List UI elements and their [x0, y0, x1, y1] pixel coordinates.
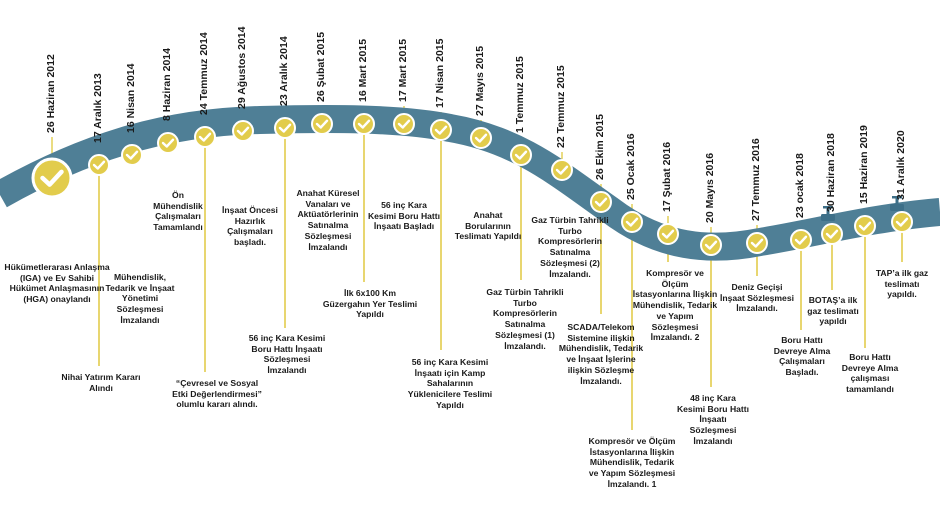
event-date: 30 Haziran 2018 — [825, 133, 837, 212]
event-date: 31 Aralık 2020 — [895, 130, 907, 200]
event-date: 20 Mayıs 2016 — [704, 152, 716, 223]
event-description: 56 inç Kara Kesimi Boru Hattı İnşaatı Sö… — [248, 333, 326, 376]
event-date: 16 Nisan 2014 — [125, 63, 137, 133]
event-date: 23 ocak 2018 — [794, 153, 806, 218]
event-description: Gaz Türbin Tahrikli Turbo Kompresörlerin… — [486, 287, 564, 351]
event-date: 27 Temmuz 2016 — [750, 138, 762, 221]
event-date: 26 Haziran 2012 — [45, 54, 57, 133]
timeline-marker — [746, 232, 768, 254]
event-description: Boru Hattı Devreye Alma çalışması tamaml… — [841, 352, 899, 395]
check-icon — [40, 169, 64, 187]
timeline-marker — [621, 211, 643, 233]
event-date: 17 Şubat 2016 — [661, 141, 673, 212]
event-date: 17 Mart 2015 — [397, 38, 409, 102]
event-date: 8 Haziran 2014 — [161, 48, 173, 121]
timeline-marker — [353, 113, 375, 135]
timeline-marker — [194, 126, 216, 148]
check-icon — [794, 235, 808, 245]
event-description: SCADA/Telekom Sistemine ilişkin Mühendis… — [558, 322, 644, 386]
event-description: Hükümetlerarası Anlaşma (IGA) ve Ev Sahi… — [4, 262, 110, 305]
timeline-marker — [430, 119, 452, 141]
event-description: Kompresör ve Ölçüm İstasyonlarına İlişki… — [588, 436, 676, 489]
check-icon — [161, 138, 175, 148]
timeline-marker — [657, 223, 679, 245]
event-description: Anahat Küresel Vanaları ve Aktüatörlerin… — [296, 188, 360, 252]
event-description: Boru Hattı Devreye Alma Çalışmaları Başl… — [773, 335, 831, 378]
check-icon — [397, 119, 411, 129]
event-date: 24 Temmuz 2014 — [198, 32, 210, 115]
event-date: 26 Ekim 2015 — [594, 114, 606, 180]
event-description: 48 inç Kara Kesimi Boru Hattı İnşaatı Sö… — [676, 393, 750, 446]
valve-icon — [821, 206, 835, 221]
event-date: 17 Aralık 2013 — [92, 73, 104, 143]
check-icon — [625, 217, 639, 227]
check-icon — [661, 229, 675, 239]
check-icon — [704, 240, 718, 250]
event-date: 23 Aralık 2014 — [278, 36, 290, 106]
timeline-markers — [31, 113, 913, 256]
check-icon — [594, 197, 608, 207]
event-date: 15 Haziran 2019 — [858, 125, 870, 204]
event-description: Nihai Yatırım Kararı Alındı — [61, 372, 141, 393]
event-description: Kompresör ve Ölçüm İstasyonlarına İlişki… — [632, 268, 718, 343]
timeline-marker — [31, 157, 73, 199]
timeline-marker — [854, 215, 876, 237]
check-icon — [125, 150, 139, 160]
event-date: 25 Ocak 2016 — [625, 133, 637, 200]
valve-icon — [890, 196, 904, 211]
check-icon — [434, 125, 448, 135]
event-description: İlk 6x100 Km Güzergahın Yer Teslimi Yapı… — [322, 288, 418, 320]
event-date: 27 Mayıs 2015 — [474, 45, 486, 116]
event-date: 17 Nisan 2015 — [434, 38, 446, 108]
timeline-marker — [891, 211, 913, 233]
event-description: 56 inç Kara Kesimi İnşaatı için Kamp Sah… — [407, 357, 493, 410]
timeline-marker — [393, 113, 415, 135]
check-icon — [315, 119, 329, 129]
timeline-marker — [311, 113, 333, 135]
check-icon — [198, 132, 212, 142]
check-icon — [92, 160, 106, 170]
check-icon — [474, 133, 488, 143]
check-icon — [278, 123, 292, 133]
timeline-marker — [232, 120, 254, 142]
event-description: 56 inç Kara Kesimi Boru Hattı İnşaatı Ba… — [367, 200, 441, 232]
event-description: Anahat Borularının Teslimatı Yapıldı — [454, 210, 522, 242]
check-icon — [750, 238, 764, 248]
event-date: 29 Ağustos 2014 — [236, 26, 248, 109]
event-description: TAP’a ilk gaz teslimatı yapıldı. — [875, 268, 929, 300]
event-description: Gaz Türbin Tahrikli Turbo Kompresörlerin… — [531, 215, 609, 279]
event-description: Ön Mühendislik Çalışmaları Tamamlandı — [153, 190, 203, 233]
check-icon — [895, 217, 909, 227]
timeline-marker — [274, 117, 296, 139]
check-icon — [825, 229, 839, 239]
check-icon — [858, 221, 872, 231]
event-description: Mühendislik, Tedarik ve İnşaat Yönetimi … — [105, 272, 175, 325]
event-date: 16 Mart 2015 — [357, 38, 369, 102]
timeline-marker — [790, 229, 812, 251]
timeline-marker — [510, 144, 532, 166]
check-icon — [514, 150, 528, 160]
timeline-marker — [551, 159, 573, 181]
timeline-marker — [590, 191, 612, 213]
valve-icons — [821, 196, 904, 221]
check-icon — [357, 119, 371, 129]
timeline-marker — [470, 127, 492, 149]
timeline-marker — [121, 144, 143, 166]
event-date: 26 Şubat 2015 — [315, 31, 327, 102]
timeline-marker — [157, 132, 179, 154]
event-description: “Çevresel ve Sosyal Etki Değerlendirmesi… — [172, 378, 262, 410]
event-description: Deniz Geçişi İnşaat Sözleşmesi İmzalandı… — [719, 282, 795, 314]
timeline-marker — [821, 223, 843, 245]
timeline-marker — [700, 234, 722, 256]
event-date: 22 Temmuz 2015 — [555, 65, 567, 148]
check-icon — [236, 126, 250, 136]
timeline-marker — [88, 154, 110, 176]
event-description: BOTAŞ’a ilk gaz teslimatı yapıldı — [807, 295, 859, 327]
check-icon — [555, 165, 569, 175]
event-description: İnşaat Öncesi Hazırlık Çalışmaları başla… — [222, 205, 278, 248]
event-date: 1 Temmuz 2015 — [514, 56, 526, 133]
